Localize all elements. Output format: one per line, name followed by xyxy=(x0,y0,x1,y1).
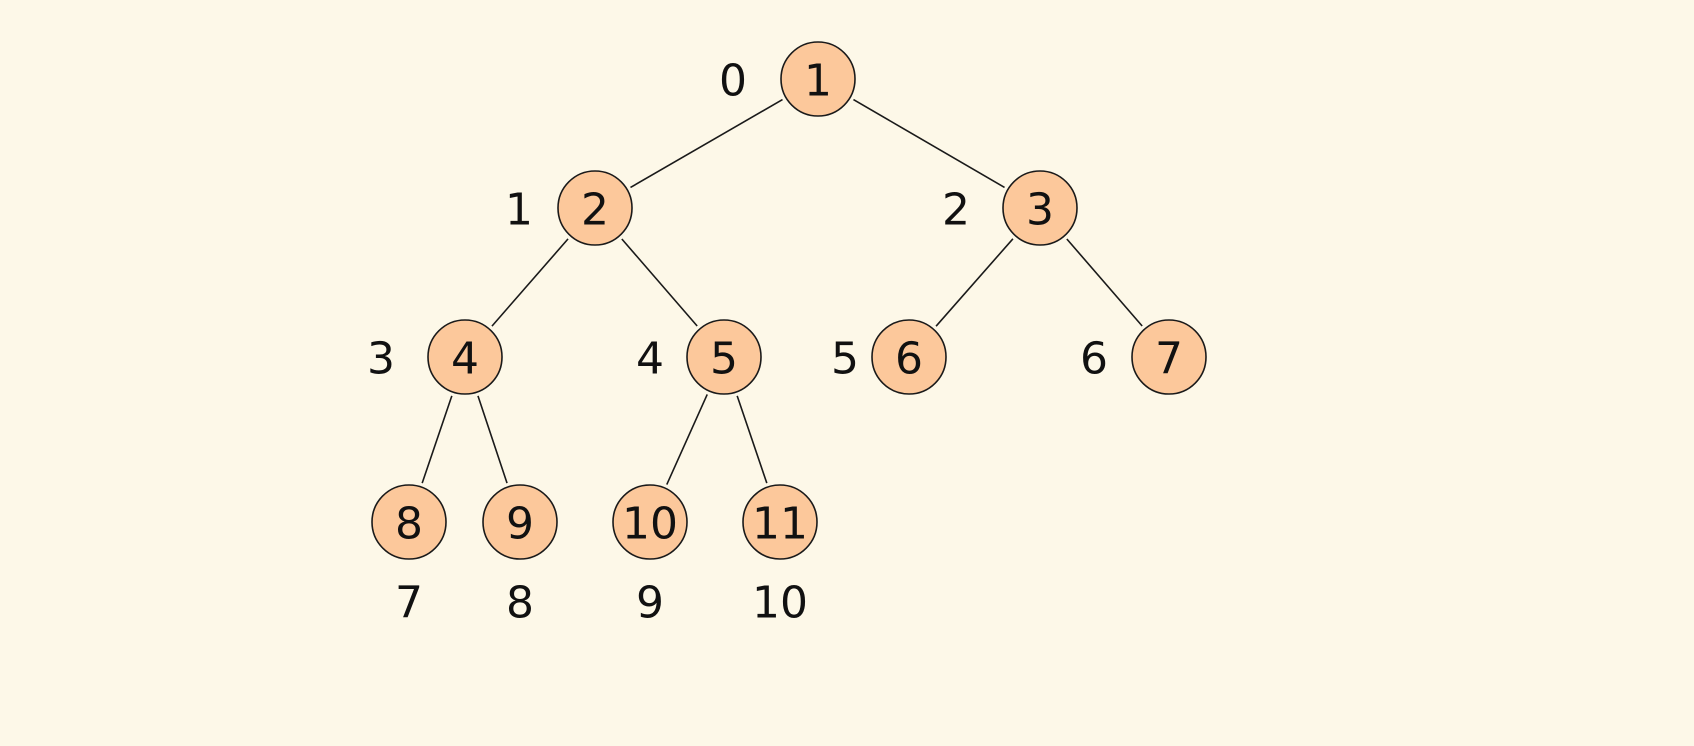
node-value: 8 xyxy=(395,499,423,550)
tree-node-11: 11 xyxy=(742,484,818,560)
node-value: 9 xyxy=(506,499,534,550)
edge-3-6 xyxy=(935,238,1014,327)
node-value: 2 xyxy=(581,185,609,236)
node-value: 7 xyxy=(1155,334,1183,385)
index-label-7: 7 xyxy=(395,578,423,629)
edges-layer xyxy=(421,98,1143,485)
edge-2-4 xyxy=(491,238,569,327)
edge-3-7 xyxy=(1066,238,1143,327)
edge-1-3 xyxy=(853,98,1005,189)
node-value: 4 xyxy=(451,334,479,385)
tree-node-7: 7 xyxy=(1131,319,1207,395)
index-label-10: 10 xyxy=(752,578,808,629)
tree-node-2: 2 xyxy=(557,170,633,246)
node-circle xyxy=(1131,319,1207,395)
tree-node-9: 9 xyxy=(482,484,558,560)
tree-node-6: 6 xyxy=(871,319,947,395)
tree-node-1: 1 xyxy=(780,41,856,117)
index-label-4: 4 xyxy=(636,334,664,385)
index-label-1: 1 xyxy=(505,185,533,236)
node-circle xyxy=(482,484,558,560)
node-circle xyxy=(780,41,856,117)
index-label-6: 6 xyxy=(1080,334,1108,385)
index-label-2: 2 xyxy=(942,185,970,236)
edge-4-9 xyxy=(477,395,508,484)
edge-5-11 xyxy=(736,395,768,484)
node-circle xyxy=(686,319,762,395)
edge-5-10 xyxy=(666,394,708,485)
node-value: 11 xyxy=(752,499,808,550)
index-label-8: 8 xyxy=(506,578,534,629)
node-circle xyxy=(742,484,818,560)
edge-1-2 xyxy=(630,98,783,189)
node-value: 5 xyxy=(710,334,738,385)
tree-node-10: 10 xyxy=(612,484,688,560)
node-circle xyxy=(871,319,947,395)
node-circle xyxy=(1002,170,1078,246)
index-label-9: 9 xyxy=(636,578,664,629)
index-label-5: 5 xyxy=(831,334,859,385)
edge-2-5 xyxy=(621,238,698,327)
tree-node-8: 8 xyxy=(371,484,447,560)
node-circle xyxy=(557,170,633,246)
node-value: 10 xyxy=(622,499,678,550)
index-label-3: 3 xyxy=(367,334,395,385)
node-circle xyxy=(612,484,688,560)
node-circle xyxy=(427,319,503,395)
edge-4-8 xyxy=(421,395,453,484)
tree-node-3: 3 xyxy=(1002,170,1078,246)
node-value: 3 xyxy=(1026,185,1054,236)
node-value: 1 xyxy=(804,56,832,107)
index-label-0: 0 xyxy=(719,56,747,107)
node-value: 6 xyxy=(895,334,923,385)
tree-node-4: 4 xyxy=(427,319,503,395)
node-circle xyxy=(371,484,447,560)
tree-node-5: 5 xyxy=(686,319,762,395)
